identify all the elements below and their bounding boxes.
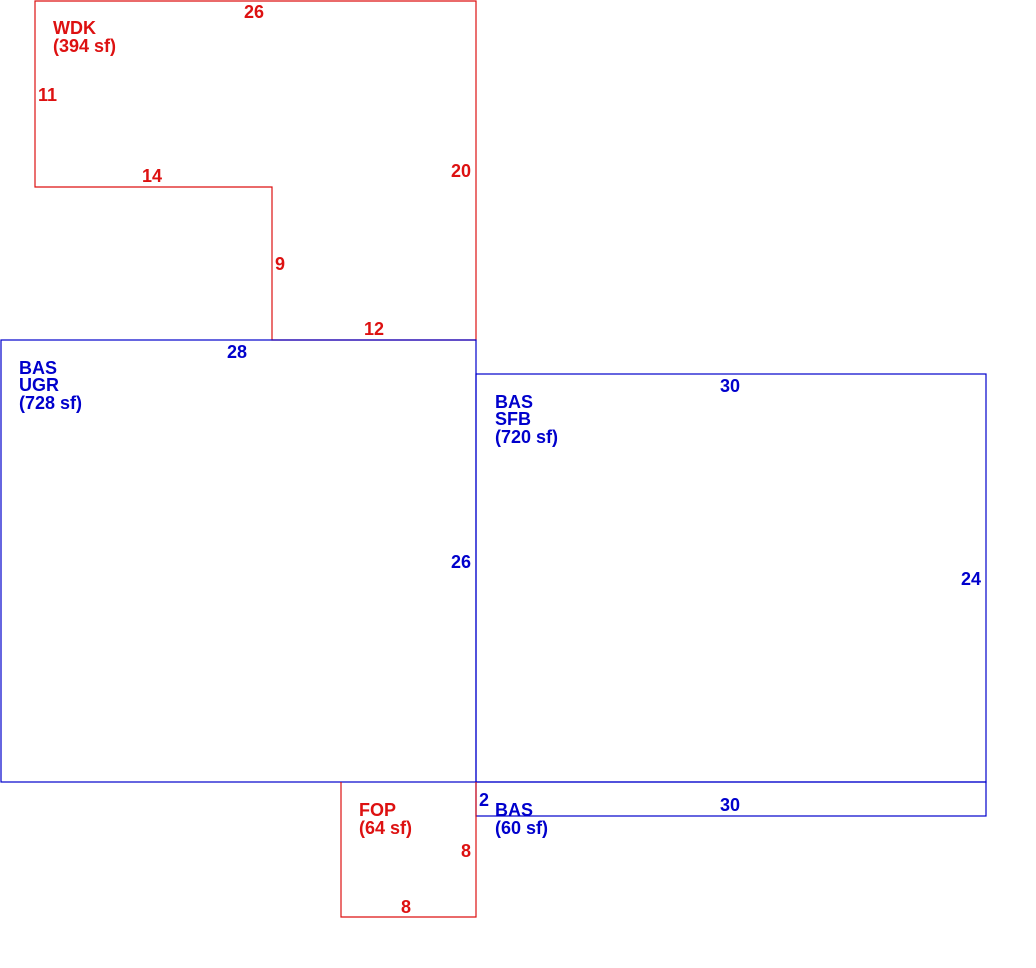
fop-area-label: (64 sf) (359, 818, 412, 838)
bas-ugr-dim-top: 28 (227, 342, 247, 362)
wdk-dim-mid: 14 (142, 166, 162, 186)
bas-ugr-dim-right: 26 (451, 552, 471, 572)
bas-strip-code-label: BAS (495, 800, 533, 820)
fop-outline (340, 782, 477, 918)
fop-dim-bottom: 8 (401, 897, 411, 917)
fop-code-label: FOP (359, 800, 396, 820)
bas-sfb-dim-right: 24 (961, 569, 981, 589)
bas-sfb-dim-top: 30 (720, 376, 740, 396)
bas-ugr-code-label: BAS (19, 358, 57, 378)
bas-strip-area-label: (60 sf) (495, 818, 548, 838)
bas-strip-dim-top: 30 (720, 795, 740, 815)
wdk-dim-right: 20 (451, 161, 471, 181)
bas-ugr-sub-label: UGR (19, 375, 59, 395)
wdk-code-label: WDK (53, 18, 96, 38)
wdk-dim-top: 26 (244, 2, 264, 22)
bas-sfb-sub-label: SFB (495, 409, 531, 429)
bas-sfb-code-label: BAS (495, 392, 533, 412)
fop-dim-right: 8 (461, 841, 471, 861)
wdk-dim-bottom: 12 (364, 319, 384, 339)
wdk-dim-stem: 9 (275, 254, 285, 274)
bas-sfb-area-label: (720 sf) (495, 427, 558, 447)
wdk-area-label: (394 sf) (53, 36, 116, 56)
wdk-dim-left: 11 (38, 85, 57, 105)
bas-ugr-area-label: (728 sf) (19, 393, 82, 413)
bas-strip-dim-left: 2 (479, 790, 489, 810)
